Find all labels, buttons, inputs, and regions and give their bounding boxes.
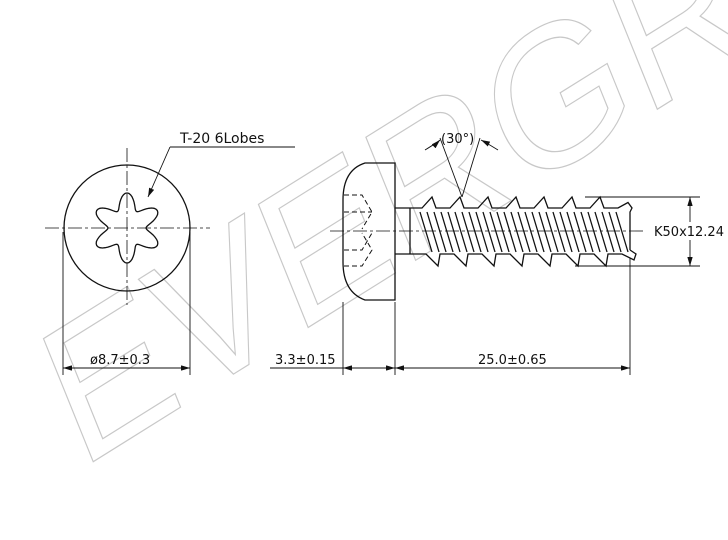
side-view: 3.3±0.15 25.0±0.65 K50x12.24 (30°) bbox=[270, 132, 726, 375]
screw-shank bbox=[395, 195, 637, 268]
head-diameter-label: ø8.7±0.3 bbox=[90, 353, 150, 368]
torx-recess-icon bbox=[95, 192, 159, 264]
head-outline bbox=[63, 164, 191, 292]
drive-label: T-20 6Lobes bbox=[179, 131, 264, 147]
end-view: ø8.7±0.3 T-20 6Lobes bbox=[45, 131, 295, 375]
thread-label: K50x12.24 bbox=[654, 225, 724, 240]
head-height-label: 3.3±0.15 bbox=[275, 353, 336, 368]
screw-head bbox=[342, 162, 396, 301]
length-label: 25.0±0.65 bbox=[478, 353, 547, 368]
angle-label: (30°) bbox=[441, 132, 474, 147]
